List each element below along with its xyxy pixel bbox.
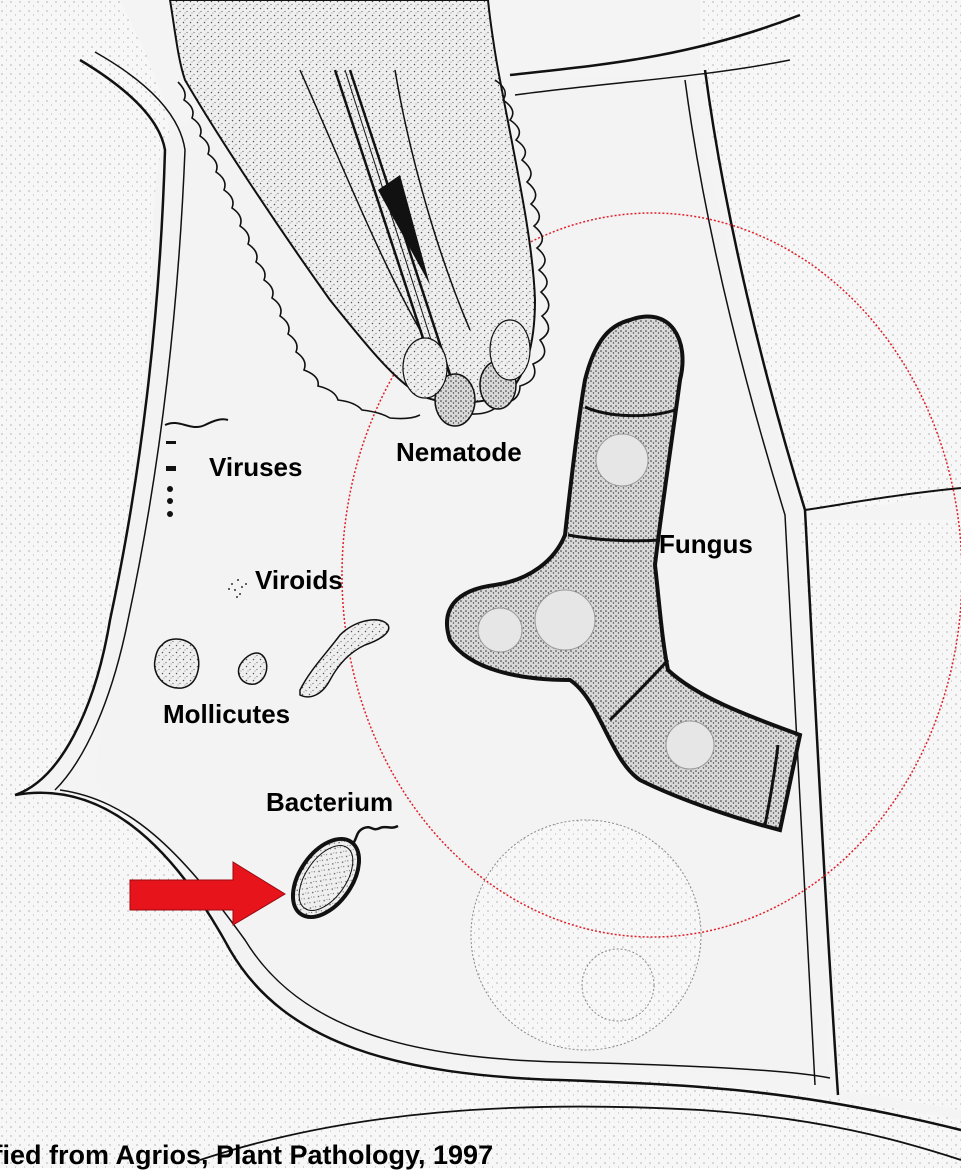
virus-sphere-2 [167,498,173,504]
nematode-lip-left-outer [403,338,447,398]
virus-rod-2 [166,466,176,471]
virus-rod-1 [166,441,176,444]
label-fungus: Fungus [659,531,753,557]
nucleus [471,820,701,1050]
fungus-vacuole-4 [666,721,714,769]
label-viroids: Viroids [255,567,343,593]
fungus-vacuole-1 [596,434,648,486]
source-caption: ified from Agrios, Plant Pathology, 1997 [0,1142,493,1169]
nematode-lip-right-outer [490,320,530,380]
mollicute-1 [155,639,199,688]
virus-sphere-3 [167,511,173,517]
label-mollicutes: Mollicutes [163,701,290,727]
label-viruses: Viruses [209,454,302,480]
fungus-vacuole-3 [478,608,522,652]
label-nematode: Nematode [396,439,522,465]
label-bacterium: Bacterium [266,789,393,815]
fungus-vacuole-2 [535,590,595,650]
virus-sphere-1 [167,486,173,492]
